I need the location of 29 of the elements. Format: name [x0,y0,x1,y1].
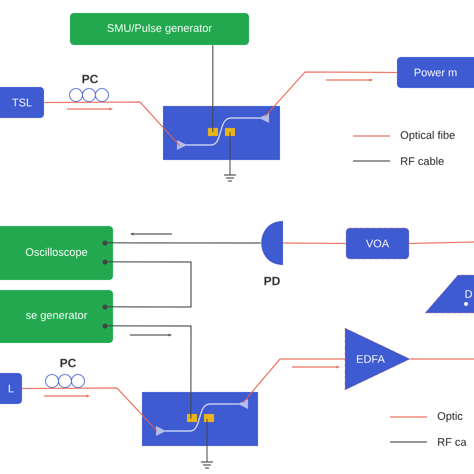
device-box: TSL [0,87,44,118]
instrument-box: se generator [0,290,113,343]
device-box: Power m [397,57,474,88]
legend-label: Optic [438,412,463,422]
cable-line [104,325,192,420]
chip-drawing [163,106,280,160]
device-box: L [0,373,22,404]
cable-line [212,44,214,132]
fiber-line [44,102,180,146]
component-label: PC [82,74,98,84]
fiber-line [408,242,474,244]
fiber-line [264,72,398,118]
instrument-box: SMU/Pulse generator [70,13,249,45]
component-label: PC [60,358,76,368]
legend-label: RF cable [401,156,444,166]
cable-line [104,242,262,244]
photodetector [261,221,283,265]
chip-drawing [142,392,258,446]
amplifier-triangle: EDFA [344,328,410,390]
cable-line [104,261,192,308]
component-label: PD [264,276,280,286]
attenuator-box: VOA [346,228,410,260]
legend-label: Optical fibe [400,130,455,142]
fiber-line [242,358,346,404]
fiber-line [410,358,474,360]
legend-label: RF ca [438,438,467,446]
fiber-line [22,388,158,432]
instrument-box: Oscilloscope [0,226,113,280]
fiber-line [282,242,346,244]
